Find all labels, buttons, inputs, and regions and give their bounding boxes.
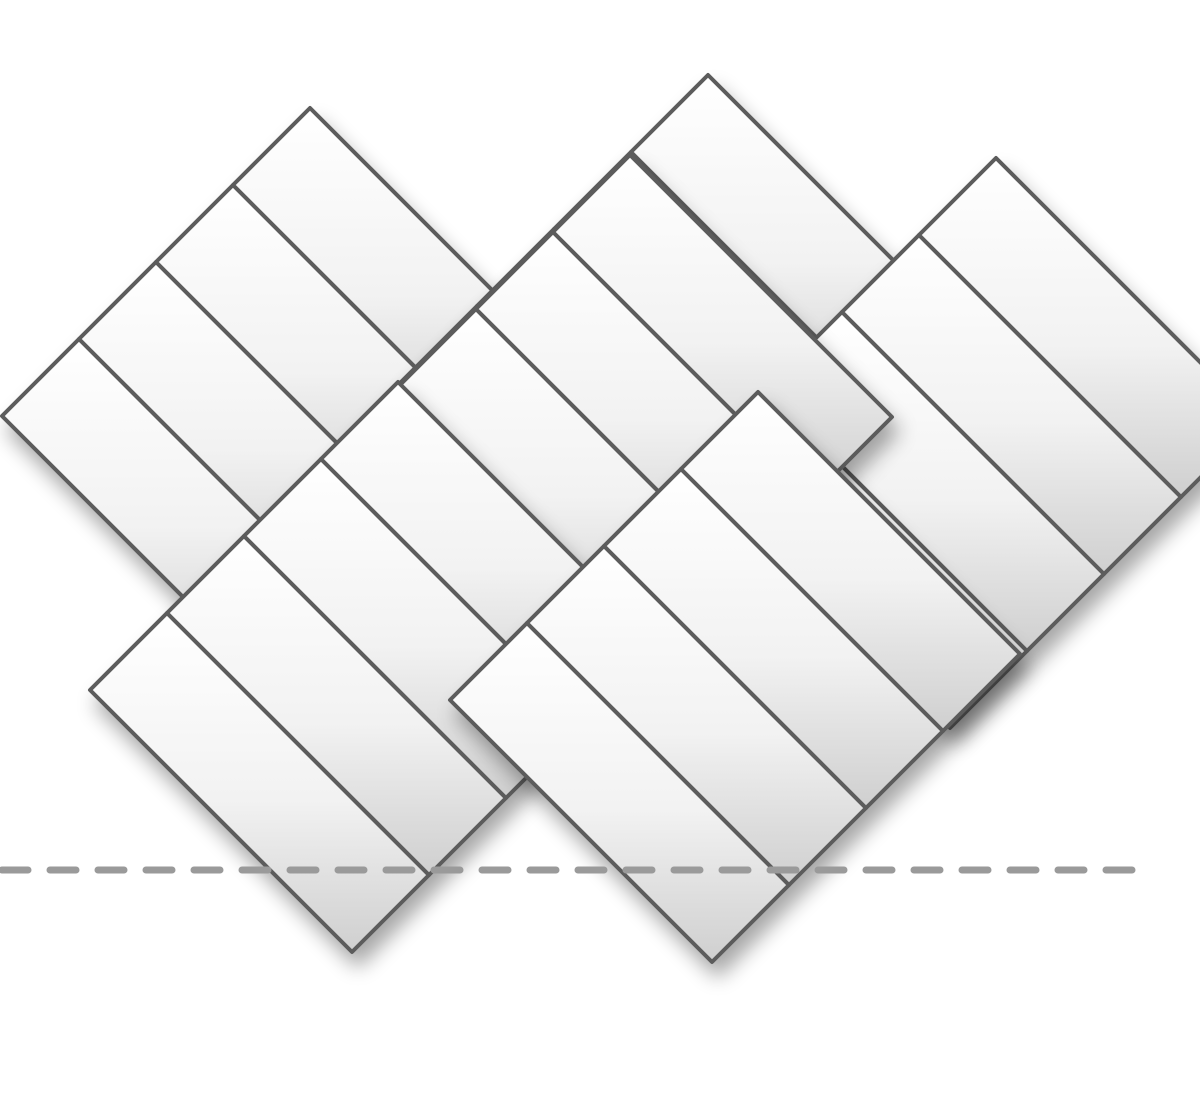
tile-block-lower-right xyxy=(448,390,1022,964)
tile-blocks-group xyxy=(0,73,1200,964)
tile-plank xyxy=(551,153,894,496)
tile-plank xyxy=(917,156,1200,499)
tile-plank xyxy=(679,390,1022,733)
